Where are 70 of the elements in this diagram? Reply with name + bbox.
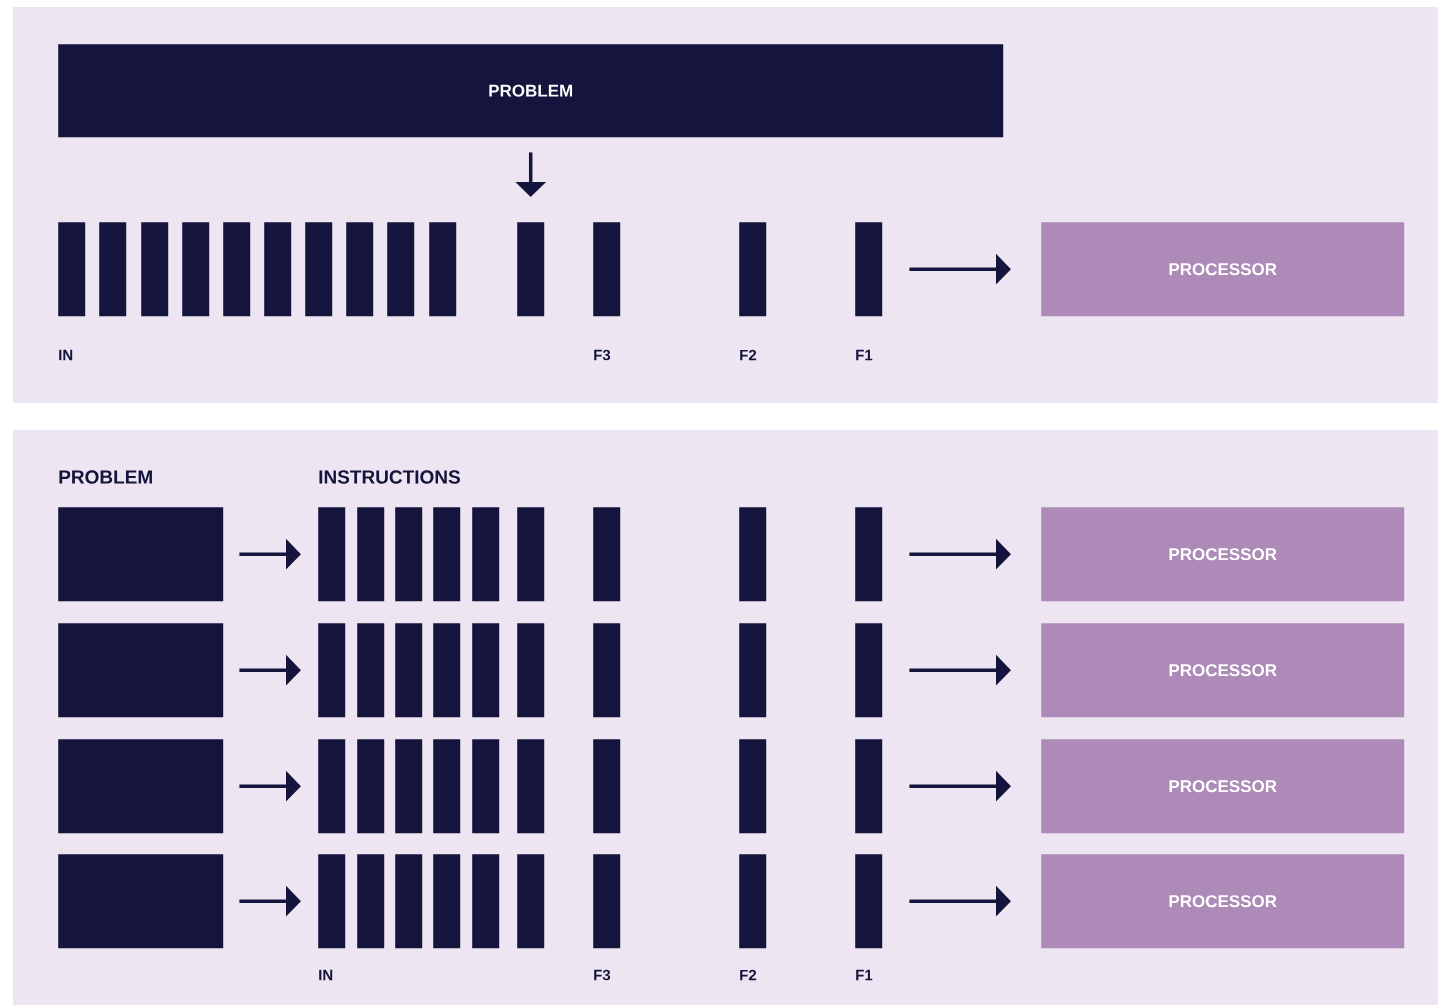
step-label: F3 <box>594 349 611 361</box>
column-heading: INSTRUCTIONS <box>319 470 460 484</box>
instruction-bar <box>433 623 461 718</box>
instruction-bar <box>223 222 251 317</box>
processor-box: PROCESSOR <box>1041 739 1405 834</box>
instruction-bar <box>395 739 423 834</box>
instruction-bar <box>517 222 545 317</box>
column-heading: PROBLEM <box>59 470 152 484</box>
instruction-bar <box>517 739 545 834</box>
instruction-bar <box>855 854 883 949</box>
instruction-bar <box>318 854 346 949</box>
instruction-bar <box>395 623 423 718</box>
instruction-bar <box>855 623 883 718</box>
instruction-bar <box>593 222 621 317</box>
instruction-bar <box>99 222 127 317</box>
instruction-bar <box>318 507 346 602</box>
instruction-bar <box>517 507 545 602</box>
processor-box: PROCESSOR <box>1041 222 1405 317</box>
instruction-bar <box>472 854 500 949</box>
instruction-bar <box>395 507 423 602</box>
instruction-bar <box>264 222 292 317</box>
instruction-bar <box>141 222 169 317</box>
instruction-bar <box>433 854 461 949</box>
instruction-bar <box>739 222 767 317</box>
step-label: F3 <box>594 969 611 981</box>
instruction-bar <box>346 222 374 317</box>
instruction-bar <box>318 623 346 718</box>
instruction-bar <box>357 507 385 602</box>
problem-block <box>58 623 224 718</box>
instruction-bar <box>357 854 385 949</box>
step-label: F1 <box>856 349 873 361</box>
instruction-bar <box>395 854 423 949</box>
instruction-bar <box>429 222 457 317</box>
processor-box: PROCESSOR <box>1041 854 1405 949</box>
instruction-bar <box>517 854 545 949</box>
instruction-bar <box>739 739 767 834</box>
problem-block <box>58 507 224 602</box>
instruction-bar <box>387 222 415 317</box>
step-label: IN <box>319 969 333 981</box>
instruction-bar <box>739 623 767 718</box>
problem-block <box>58 854 224 949</box>
processor-box: PROCESSOR <box>1041 623 1405 718</box>
step-label: F2 <box>740 349 757 361</box>
instruction-bar <box>855 507 883 602</box>
instruction-bar <box>855 222 883 317</box>
instruction-bar <box>58 222 86 317</box>
instruction-bar <box>593 623 621 718</box>
instruction-bar <box>357 623 385 718</box>
instruction-bar <box>305 222 333 317</box>
step-label: F1 <box>856 969 873 981</box>
instruction-bar <box>593 854 621 949</box>
problem-block <box>58 739 224 834</box>
instruction-bar <box>318 739 346 834</box>
instruction-bar <box>357 739 385 834</box>
instruction-bar <box>593 507 621 602</box>
step-label: F2 <box>740 969 757 981</box>
instruction-bar <box>517 623 545 718</box>
processor-box: PROCESSOR <box>1041 507 1405 602</box>
instruction-bar <box>739 507 767 602</box>
instruction-bar <box>739 854 767 949</box>
instruction-bar <box>593 739 621 834</box>
problem-banner: PROBLEM <box>58 44 1004 138</box>
instruction-bar <box>472 739 500 834</box>
instruction-bar <box>855 739 883 834</box>
instruction-bar <box>182 222 210 317</box>
step-label: IN <box>59 349 73 361</box>
instruction-bar <box>472 507 500 602</box>
instruction-bar <box>433 739 461 834</box>
instruction-bar <box>472 623 500 718</box>
instruction-bar <box>433 507 461 602</box>
